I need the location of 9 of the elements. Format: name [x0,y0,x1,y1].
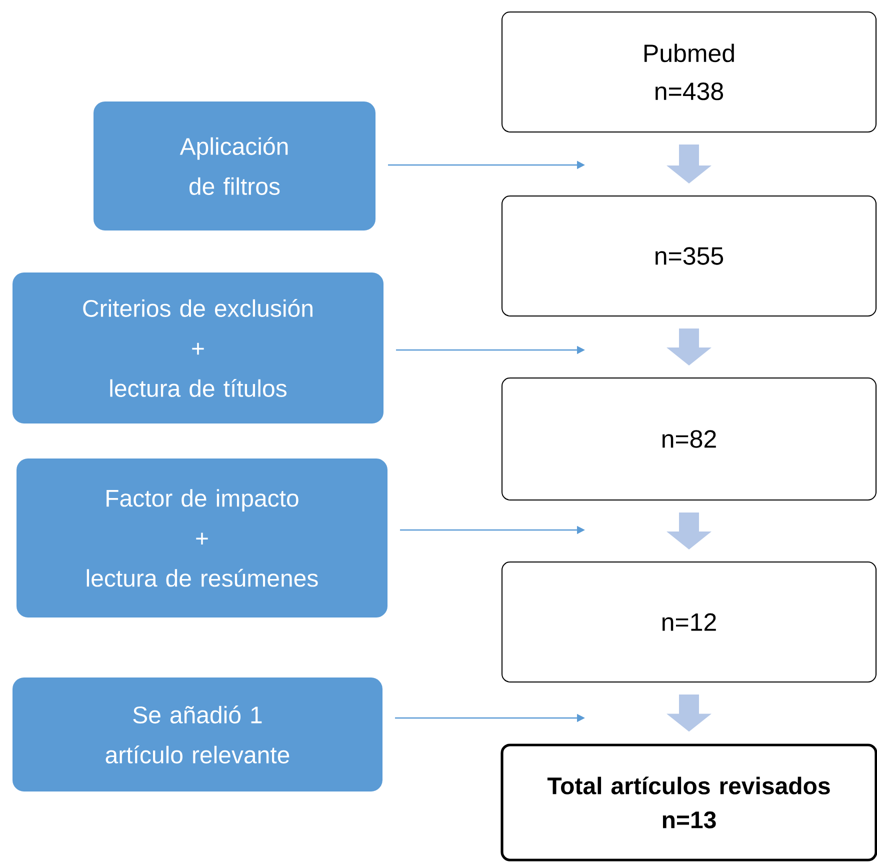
step-box: Se añadió 1 artículo relevante [12,676,384,792]
step-box: Aplicación de filtros [92,100,376,232]
count-box: n=12 [502,562,877,682]
count-box: Pubmed n=438 [502,12,877,132]
count-box: n=82 [502,378,877,500]
step-box: Factor de impacto + lectura de resúmenes [16,458,388,618]
step-box: Criterios de exclusión + lectura de títulos [12,272,384,424]
total-box: Total artículos revisados n=13 [500,744,877,862]
count-box: n=355 [502,196,877,316]
